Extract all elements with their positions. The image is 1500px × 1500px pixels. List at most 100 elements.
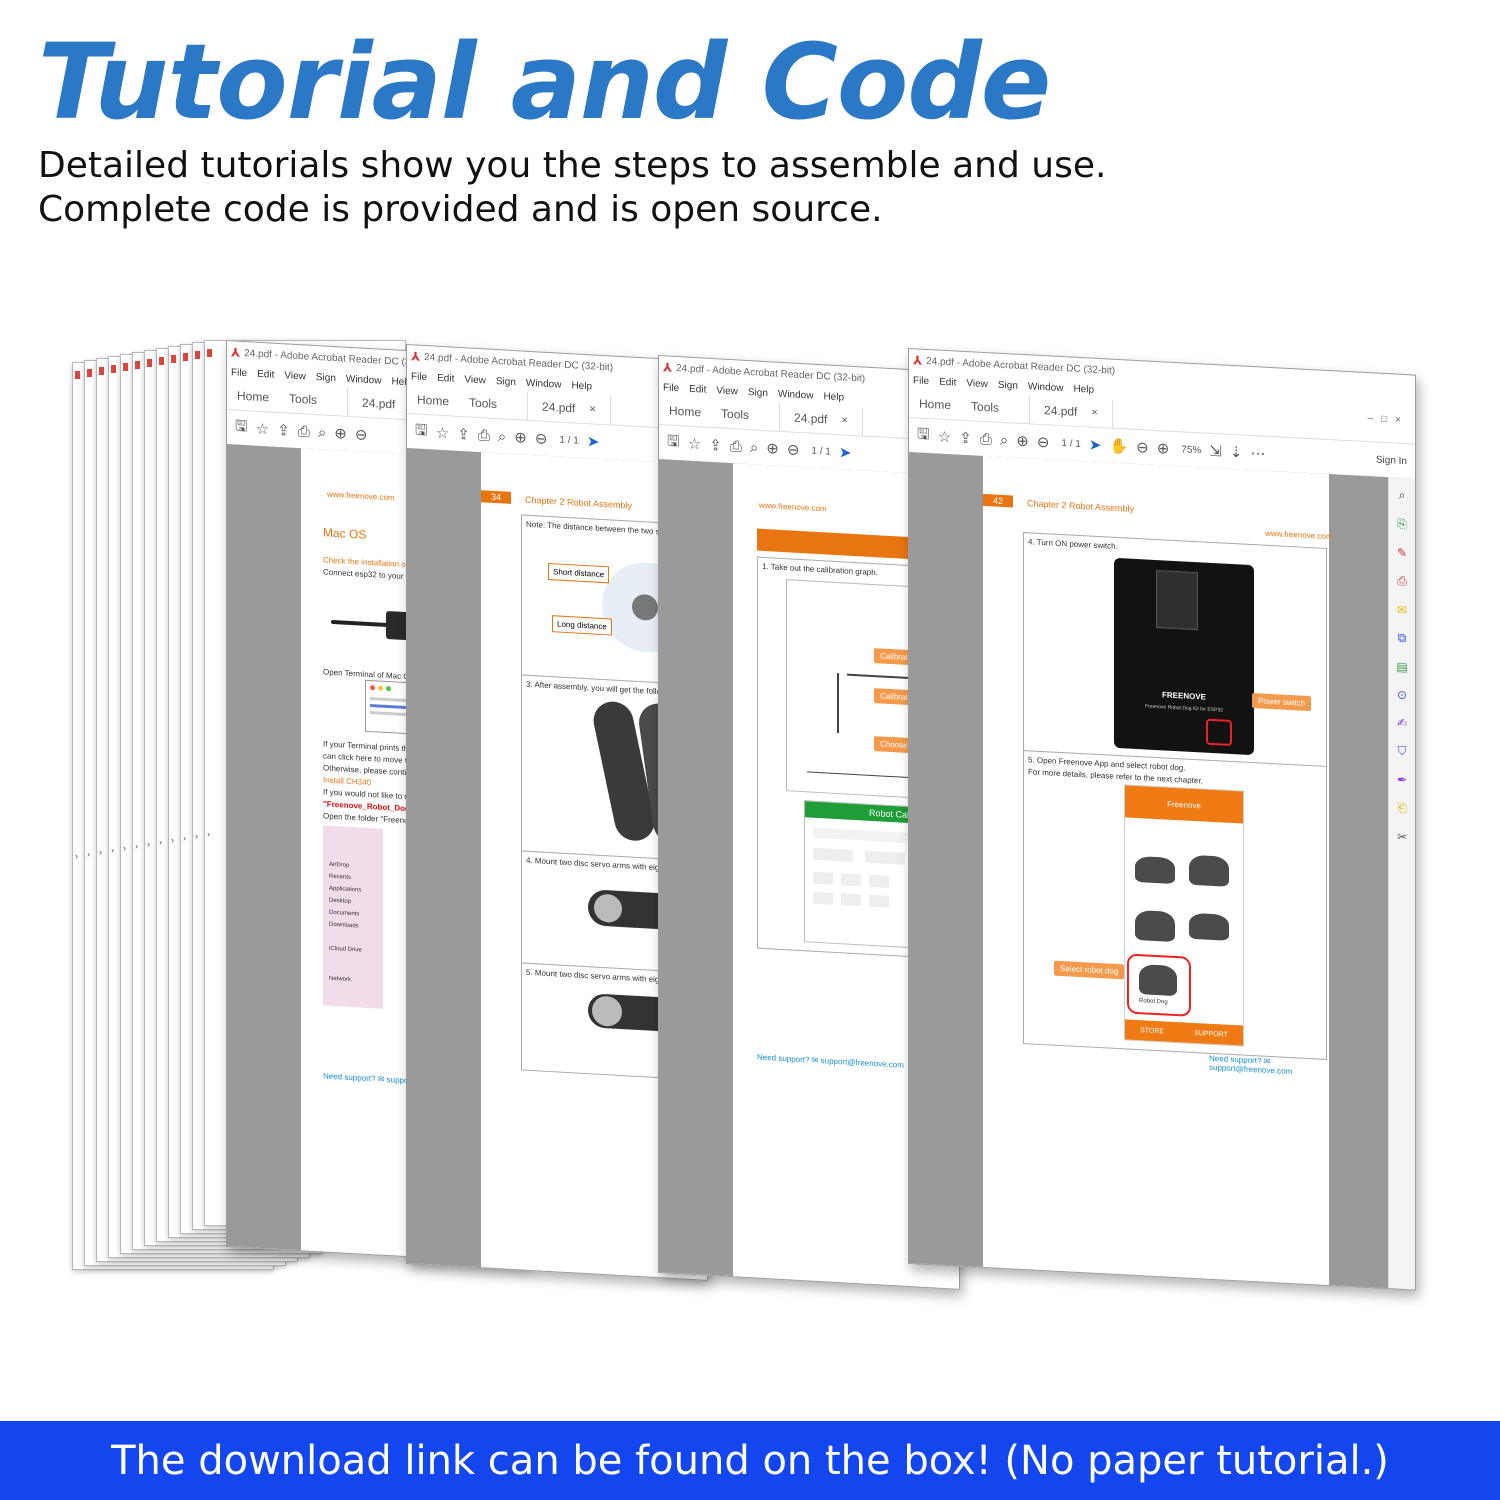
save-icon[interactable]: 🖫 bbox=[917, 424, 930, 443]
upload-icon[interactable]: ⇪ bbox=[709, 436, 722, 455]
save-icon[interactable]: 🖫 bbox=[667, 432, 680, 450]
page-indicator[interactable]: 1 / 1 bbox=[811, 445, 831, 458]
menu-file[interactable]: File bbox=[231, 366, 248, 379]
hand-tool-icon[interactable]: ✋ bbox=[1109, 437, 1129, 456]
tab-tools[interactable]: Tools bbox=[971, 399, 1000, 415]
cursor-tool-icon[interactable]: ➤ bbox=[1088, 436, 1102, 455]
fit-page-icon[interactable]: ⇲ bbox=[1209, 442, 1222, 461]
upload-icon[interactable]: ⇪ bbox=[277, 421, 290, 440]
page-up-icon[interactable]: ⊕ bbox=[766, 440, 779, 458]
menu-sign[interactable]: Sign bbox=[997, 379, 1018, 392]
print-icon[interactable]: ⎙ bbox=[297, 422, 310, 441]
page-up-icon[interactable]: ⊕ bbox=[514, 429, 527, 447]
adjust-button[interactable] bbox=[813, 871, 833, 885]
tab-document[interactable]: 24.pdf× bbox=[779, 402, 863, 436]
page-down-icon[interactable]: ⊖ bbox=[354, 426, 368, 444]
fill-sign-icon[interactable]: ✍ bbox=[1396, 715, 1408, 731]
document-viewer[interactable]: 42 Chapter 2 Robot Assembly www.freenove… bbox=[909, 452, 1415, 1290]
menu-view[interactable]: View bbox=[716, 384, 738, 397]
close-icon[interactable]: × bbox=[841, 414, 848, 427]
menu-edit[interactable]: Edit bbox=[437, 372, 455, 385]
print-icon[interactable]: ⎙ bbox=[729, 437, 742, 456]
organize-icon[interactable]: ▤ bbox=[1396, 659, 1408, 675]
save-icon[interactable]: 🖫 bbox=[235, 417, 248, 435]
tools-icon[interactable]: ✂ bbox=[1396, 829, 1408, 845]
menu-window[interactable]: Window bbox=[777, 388, 814, 402]
tab-tools[interactable]: Tools bbox=[289, 391, 318, 408]
page-down-icon[interactable]: ⊖ bbox=[1036, 433, 1050, 452]
zoom-search-icon[interactable]: ⌕ bbox=[749, 438, 759, 457]
close-icon[interactable]: × bbox=[589, 403, 596, 416]
export-pdf-icon[interactable]: ⎘ bbox=[1397, 516, 1407, 532]
menu-edit[interactable]: Edit bbox=[257, 368, 275, 381]
page-down-icon[interactable]: ⊖ bbox=[786, 441, 800, 459]
menu-file[interactable]: File bbox=[913, 374, 930, 387]
menu-view[interactable]: View bbox=[464, 373, 486, 386]
menu-help[interactable]: Help bbox=[571, 379, 593, 392]
page-up-icon[interactable]: ⊕ bbox=[334, 425, 347, 443]
menu-view[interactable]: View bbox=[966, 377, 988, 390]
create-pdf-icon[interactable]: ⎙ bbox=[1397, 573, 1407, 589]
upload-icon[interactable]: ⇪ bbox=[959, 429, 972, 448]
cursor-tool-icon[interactable]: ➤ bbox=[586, 433, 600, 451]
tab-document[interactable]: 24.pdf× bbox=[1029, 395, 1113, 428]
verify-button[interactable] bbox=[813, 847, 853, 862]
menu-window[interactable]: Window bbox=[525, 377, 562, 391]
scroll-mode-icon[interactable]: ⇣ bbox=[1229, 443, 1243, 462]
share-icon[interactable]: ⎗ bbox=[1397, 800, 1407, 816]
menu-window[interactable]: Window bbox=[345, 373, 382, 387]
edit-pdf-icon[interactable]: ✎ bbox=[1396, 545, 1408, 561]
menu-edit[interactable]: Edit bbox=[689, 383, 707, 396]
comment-icon[interactable]: ✉ bbox=[1396, 602, 1408, 618]
page-up-icon[interactable]: ⊕ bbox=[1016, 432, 1029, 451]
zoom-out-icon[interactable]: ⊖ bbox=[1136, 438, 1149, 457]
star-icon[interactable]: ☆ bbox=[255, 420, 270, 439]
search-icon[interactable]: ⌕ bbox=[1398, 487, 1406, 503]
adjust-button[interactable] bbox=[813, 891, 833, 905]
menu-sign[interactable]: Sign bbox=[747, 386, 768, 399]
menu-sign[interactable]: Sign bbox=[315, 371, 336, 384]
robot-dog-option[interactable]: Robot Dog bbox=[1127, 953, 1191, 1017]
support-link[interactable]: Need support? ✉ support@freenove.com bbox=[757, 1052, 904, 1070]
menu-sign[interactable]: Sign bbox=[495, 375, 516, 388]
star-icon[interactable]: ☆ bbox=[937, 428, 952, 447]
zoom-level[interactable]: 75% bbox=[1181, 443, 1202, 456]
tab-tools[interactable]: Tools bbox=[469, 395, 498, 412]
menu-edit[interactable]: Edit bbox=[939, 376, 957, 389]
send-icon[interactable]: ✒ bbox=[1396, 772, 1408, 788]
menu-help[interactable]: Help bbox=[1073, 383, 1095, 396]
save-icon[interactable]: 🖫 bbox=[415, 421, 428, 439]
menu-window[interactable]: Window bbox=[1027, 380, 1064, 394]
zoom-search-icon[interactable]: ⌕ bbox=[999, 431, 1009, 449]
adjust-button[interactable] bbox=[841, 893, 861, 907]
page-down-icon[interactable]: ⊖ bbox=[534, 430, 548, 448]
window-controls[interactable]: –□× bbox=[1367, 413, 1409, 427]
support-link[interactable]: Need support? ✉ suppo bbox=[323, 1071, 409, 1086]
menu-file[interactable]: File bbox=[663, 381, 680, 394]
print-icon[interactable]: ⎙ bbox=[979, 430, 992, 448]
tab-home[interactable]: Home bbox=[919, 396, 952, 413]
star-icon[interactable]: ☆ bbox=[687, 435, 702, 454]
menu-help[interactable]: Help bbox=[823, 390, 845, 403]
support-tab[interactable]: SUPPORT bbox=[1194, 1029, 1228, 1039]
tab-document[interactable]: 24.pdf× bbox=[527, 391, 611, 425]
scan-icon[interactable]: ⊙ bbox=[1396, 687, 1408, 703]
tab-home[interactable]: Home bbox=[417, 392, 450, 409]
page-indicator[interactable]: 1 / 1 bbox=[559, 434, 579, 447]
adjust-button[interactable] bbox=[841, 873, 861, 887]
menu-view[interactable]: View bbox=[284, 369, 306, 382]
star-icon[interactable]: ☆ bbox=[435, 424, 450, 443]
more-tools-icon[interactable]: ⋯ bbox=[1250, 444, 1266, 463]
print-icon[interactable]: ⎙ bbox=[477, 426, 490, 445]
combine-icon[interactable]: ⧉ bbox=[1397, 630, 1407, 646]
upload-icon[interactable]: ⇪ bbox=[457, 425, 470, 444]
adjust-button[interactable] bbox=[869, 874, 889, 888]
submit-button[interactable] bbox=[865, 850, 905, 865]
cursor-tool-icon[interactable]: ➤ bbox=[838, 444, 852, 462]
close-icon[interactable]: × bbox=[1091, 406, 1098, 419]
menu-file[interactable]: File bbox=[411, 370, 428, 383]
zoom-search-icon[interactable]: ⌕ bbox=[497, 427, 507, 446]
reader-window-4[interactable]: ⅄24.pdf - Adobe Acrobat Reader DC (32-bi… bbox=[908, 348, 1416, 1291]
adjust-button[interactable] bbox=[869, 894, 889, 908]
tab-home[interactable]: Home bbox=[237, 388, 270, 405]
